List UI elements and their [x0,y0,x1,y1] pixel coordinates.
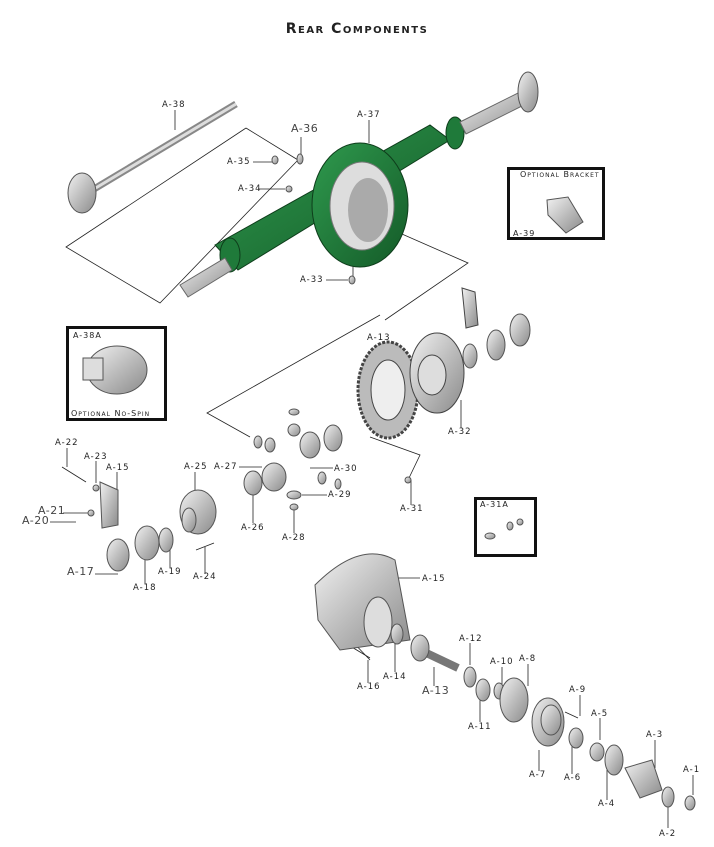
part-shape [334,478,342,490]
inset-title: Optional Bracket [520,170,600,179]
part-label: A-16 [357,682,381,692]
part-label: A-14 [383,672,407,682]
part-shape [181,507,197,533]
part-shape [106,538,130,572]
leader-line [195,542,215,551]
part-label: A-38 [162,100,186,110]
part-label: A-1 [683,765,701,775]
optional-bracket-inset: Optional Bracket A-39 [507,167,605,240]
part-shape [486,329,506,361]
part-label: A-11 [468,722,492,732]
part-shape [604,744,624,776]
part-label: A-31A [480,500,509,509]
part-shape [87,509,95,517]
axle-housing-part [179,71,539,298]
part-shape [589,742,605,762]
leader-line [61,466,87,483]
part-label: A-19 [158,567,182,577]
part-label: A-18 [133,583,157,593]
part-shape [684,795,696,811]
leader-line [564,711,579,719]
part-shape [243,470,263,496]
part-shape [516,518,524,526]
part-label: A-32 [448,427,472,437]
part-label: A-30 [334,464,358,474]
part-label: A-15 [106,463,130,473]
ring-gear-and-case [356,287,479,440]
part-label: A-25 [184,462,208,472]
part-label: A-38A [73,331,102,340]
part-shape [568,727,584,749]
part-label: A-10 [490,657,514,667]
part-label: A-17 [67,565,95,578]
part-shape [287,423,301,437]
part-label: A-24 [193,572,217,582]
part-label: A-20 [22,514,50,527]
part-shape [506,521,514,531]
part-shape [317,471,327,485]
part-label: A-34 [238,184,262,194]
part-label: A-4 [598,799,616,809]
part-shape [509,313,531,347]
axle-shaft-part [67,100,238,214]
part-label: A-21 [38,504,66,517]
part-label: A-13 [422,684,450,697]
part-shape [286,490,302,500]
part-label: A-5 [591,709,609,719]
part-label: A-33 [300,275,324,285]
part-label: A-23 [84,452,108,462]
part-shape [404,476,412,484]
pinion-housing-part [82,196,663,799]
part-label: A-22 [55,438,79,448]
part-shape [348,275,356,285]
optional-no-spin-inset: A-38A Optional No-Spin [66,326,167,421]
part-label: A-27 [214,462,238,472]
part-shape [463,666,477,688]
part-label: A-2 [659,829,677,839]
part-shape [264,437,276,453]
part-label: A-15 [422,574,446,584]
part-shape [540,704,562,736]
part-label: A-12 [459,634,483,644]
part-label: A-6 [564,773,582,783]
page-title: Rear Components [285,21,429,37]
part-label: A-39 [513,229,536,238]
part-shape [299,431,321,459]
part-shape [499,677,529,723]
part-shape [484,532,496,540]
part-label: A-35 [227,157,251,167]
part-label: A-7 [529,770,547,780]
part-label: A-31 [400,504,424,514]
part-shape [296,153,304,165]
part-shape [92,484,100,492]
part-shape [323,424,343,452]
part-label: A-26 [241,523,265,533]
part-shape [158,527,174,553]
part-label: A-8 [519,654,537,664]
part-shape [661,786,675,808]
inset-title: Optional No-Spin [71,409,151,418]
part-shape [289,503,299,511]
part-shape [285,185,293,193]
part-label: A-36 [291,122,319,135]
part-shape [390,623,404,645]
part-shape [462,343,478,369]
part-label: A-3 [646,730,664,740]
part-shape [261,462,287,492]
part-shape [134,525,160,561]
small-parts [87,153,696,811]
part-label: A-28 [282,533,306,543]
part-shape [288,408,300,416]
part-label: A-29 [328,490,352,500]
part-shape [475,678,491,702]
part-label: A-37 [357,110,381,120]
hardware-inset: A-31A [474,497,537,557]
part-label: A-13 [367,333,391,343]
part-shape [410,634,430,662]
part-shape [253,435,263,449]
part-shape [271,155,279,165]
part-label: A-9 [569,685,587,695]
